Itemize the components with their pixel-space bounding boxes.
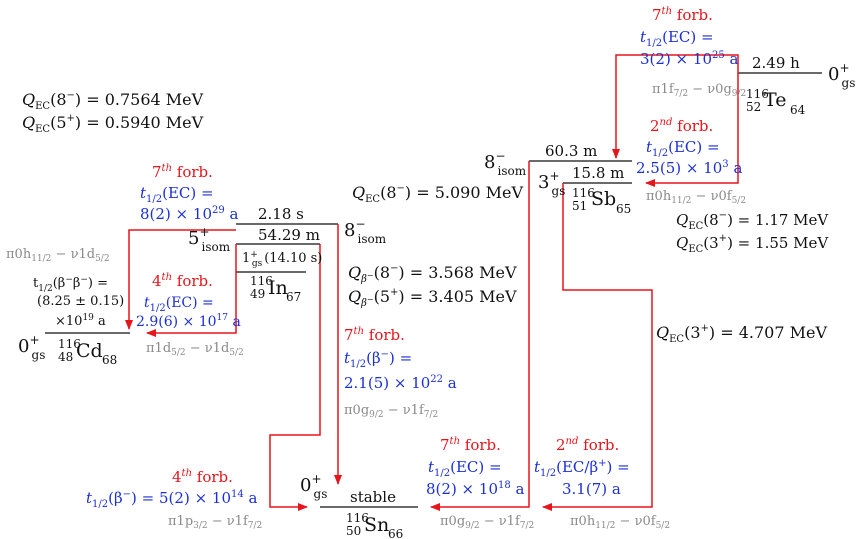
sb-gs-halflife: 15.8 m	[572, 164, 624, 182]
q-in-beta-5: Qβ−(5+) = 3.405 MeV	[348, 287, 517, 309]
sb8-sb3-forb: 2nd forb.	[650, 117, 713, 135]
in5-cd-left-forb: 7th forb.	[152, 163, 213, 181]
cd-symbol: Cd	[76, 340, 103, 362]
sb-gs-state: 3+gs	[538, 169, 565, 198]
te-sb-orbital: π1f7/2 − ν0g9/2	[652, 82, 746, 99]
sn-mass: 116	[346, 511, 369, 525]
q-te-5: QEC(5+) = 0.5940 MeV	[22, 113, 204, 135]
in5-cd-left-halflife-1: t1/2(EC) =	[140, 184, 214, 205]
sn-z: 50	[346, 524, 361, 538]
te-sb-forb: 7th forb.	[652, 6, 713, 24]
sb-isom-halflife: 60.3 m	[545, 142, 597, 160]
in8-sn-orbital: π0g9/2 − ν1f7/2	[344, 403, 438, 420]
te-symbol: Te	[764, 89, 786, 111]
q-in-beta-8: Qβ−(8−) = 3.568 MeV	[348, 263, 517, 285]
q-sb-3: QEC(3+) = 1.55 MeV	[676, 233, 829, 255]
in5-cd-left-halflife-2: 8(2) × 1029 a	[140, 205, 238, 223]
in5-cd-forb: 4th forb.	[152, 272, 213, 290]
q-te-8: QEC(8−) = 0.7564 MeV	[22, 90, 204, 112]
te-nuclide: 116	[746, 87, 769, 101]
sn-symbol: Sn	[364, 514, 389, 536]
sb-z: 51	[572, 199, 587, 213]
in5-sn-forb: 4th forb.	[172, 468, 233, 486]
arrow-in5-to-sn	[269, 244, 321, 511]
te-state: 0+gs	[828, 61, 855, 90]
sb-isom-state: 8−isom	[484, 149, 527, 178]
cd-state: 0+gs	[18, 333, 45, 362]
in5-sn-halflife: t1/2(β−) = 5(2) × 1014 a	[86, 489, 258, 510]
in8-sn-halflife-1: t1/2(β−) =	[344, 349, 412, 370]
in-isom8-halflife: 2.18 s	[258, 205, 304, 223]
arrow-sb8-to-sn	[430, 161, 530, 511]
sb-n: 65	[616, 202, 631, 216]
arrow-sb3-to-sn	[542, 183, 653, 511]
in5-cd-halflife-1: t1/2(EC) =	[144, 295, 214, 314]
te-halflife: 2.49 h	[752, 54, 800, 72]
q-sb8-in: QEC(8−) = 5.090 MeV	[352, 183, 523, 205]
sb3-sn-halflife-2: 3.1(7) a	[562, 480, 621, 498]
in8-sn-halflife-2: 2.1(5) × 1022 a	[344, 374, 457, 392]
q-sb-8: QEC(8−) = 1.17 MeV	[676, 210, 829, 232]
in-isom8-state: 8−isom	[344, 217, 387, 246]
sb3-sn-forb: 2nd forb.	[556, 436, 619, 454]
cd-n: 68	[102, 353, 117, 367]
in-z: 49	[250, 287, 265, 301]
in8-sn-forb: 7th forb.	[344, 326, 405, 344]
arrow-te-to-sb	[612, 54, 739, 159]
sn-stable-label: stable	[350, 488, 396, 506]
te-sb-halflife-2: 3(2) × 1025 a	[640, 50, 738, 68]
q-sb3-sn: QEC(3+) = 4.707 MeV	[656, 323, 827, 345]
sb-symbol: Sb	[591, 188, 616, 210]
in5-cd-halflife-2: 2.9(6) × 1017 a	[136, 313, 241, 330]
arrow-in5-to-cd-left	[125, 229, 236, 330]
te-sb-halflife-1: t1/2(EC) =	[640, 28, 714, 49]
sn-state: 0+gs	[300, 472, 327, 501]
sb8-sb3-orbital: π0h11/2 − ν0f5/2	[646, 189, 746, 206]
sb8-sn-halflife-1: t1/2(EC) =	[428, 458, 502, 479]
cd-bb-line2: (8.25 ± 0.15)	[37, 294, 124, 309]
sb8-sn-forb: 7th forb.	[440, 436, 501, 454]
in5-cd-orbital: π1d5/2 − ν1d5/2	[146, 341, 244, 358]
sn-n: 66	[388, 527, 403, 539]
sb3-sn-orbital: π0h11/2 − ν0f5/2	[570, 514, 670, 531]
in-n: 67	[286, 290, 301, 304]
in5-sn-orbital: π1p3/2 − ν1f7/2	[168, 514, 262, 531]
te-n: 64	[790, 103, 806, 117]
sb8-sb3-halflife-2: 2.5(5) × 103 a	[636, 159, 742, 177]
sb8-sb3-halflife-1: t1/2(EC) =	[646, 138, 720, 159]
arrow-sb8-to-sb3	[645, 73, 739, 187]
cd-bb-line1: t1/2(β−β−) =	[33, 275, 108, 294]
in5-cd-left-orbital: π0h11/2 − ν1d5/2	[6, 247, 110, 264]
in-symbol: In	[268, 277, 288, 299]
in-mass: 116	[250, 274, 273, 288]
sb8-sn-orbital: π0g9/2 − ν1f7/2	[440, 514, 534, 531]
sb3-sn-halflife-1: t1/2(EC/β+) =	[534, 458, 630, 479]
sb8-sn-halflife-2: 8(2) × 1018 a	[426, 480, 524, 498]
sb-mass: 116	[572, 186, 595, 200]
in-gs-state: 1+gs(14.10 s)	[242, 250, 322, 269]
arrow-in5-to-cd	[146, 244, 237, 337]
cd-bb-line3: ×1019 a	[55, 313, 106, 329]
cd-z: 48	[58, 350, 73, 364]
in-isom5-halflife: 54.29 m	[258, 226, 320, 244]
cd-mass: 116	[58, 337, 81, 351]
in-isom5-state: 5+isom	[188, 225, 231, 254]
te-z: 52	[746, 100, 761, 114]
